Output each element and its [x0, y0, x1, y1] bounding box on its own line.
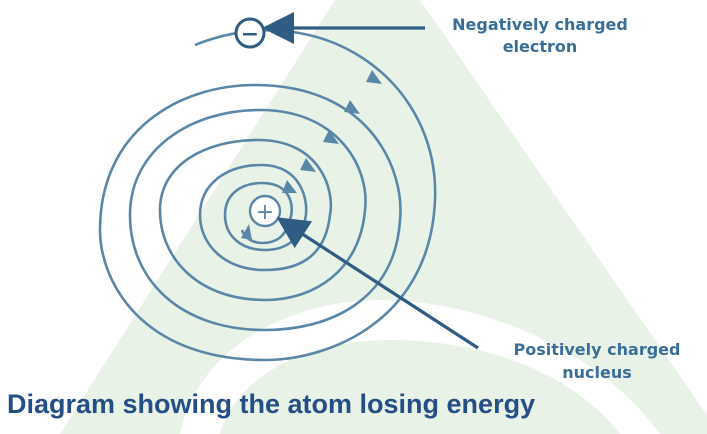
orbit-ring-5 — [223, 163, 308, 252]
orbit-group — [98, 29, 437, 362]
diagram-caption: Diagram showing the atom losing energy — [7, 389, 535, 419]
nucleus-pointer-arrow — [276, 217, 479, 350]
orbit-arrow-6 — [241, 224, 252, 240]
orbit-arrow-2 — [344, 100, 360, 114]
orbit-arrow-4 — [300, 158, 316, 172]
orbit-arrow-3 — [323, 130, 339, 144]
orbit-arrow-5 — [282, 180, 297, 193]
electron-label-line1: Negatively charged — [452, 15, 628, 34]
orbit-outer — [98, 29, 437, 362]
orbit-ring-2 — [128, 83, 402, 332]
nucleus-label-line1: Positively charged — [514, 340, 681, 359]
electron-minus-symbol: − — [241, 22, 259, 47]
orbit-ring-4 — [198, 138, 333, 272]
orbit-arrow-1 — [366, 70, 382, 84]
watermark-arch — [180, 300, 660, 434]
nucleus: + — [248, 194, 282, 228]
nucleus-plus-symbol: + — [256, 200, 274, 225]
electron-label-line2: electron — [503, 37, 578, 56]
electron: − — [234, 17, 266, 49]
orbit-ring-3 — [158, 108, 367, 302]
nucleus-label-line2: nucleus — [562, 363, 632, 382]
nucleus-circle — [248, 194, 282, 228]
